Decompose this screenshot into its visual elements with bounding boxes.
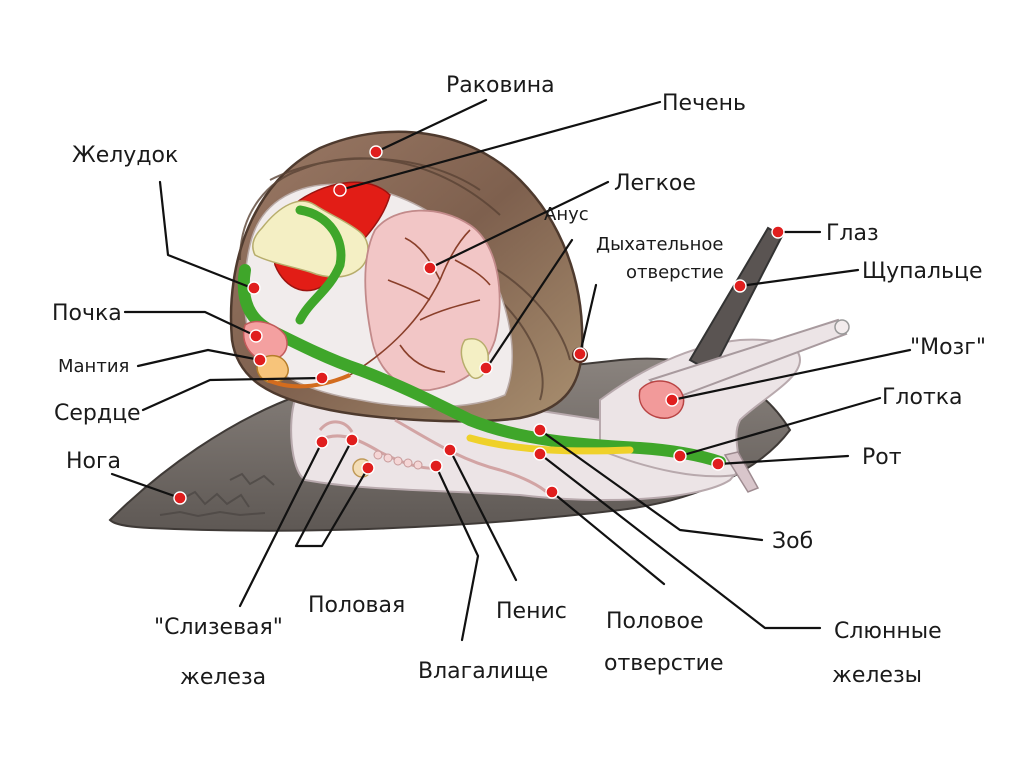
label-salivary-line2: железы [832,663,922,688]
label-stomach: Желудок [72,143,178,168]
label-mucus-gland-line1: "Слизевая" [154,615,283,640]
label-salivary-line1: Слюнные [834,619,942,644]
label-eye: Глаз [826,221,879,246]
label-lung: Легкое [614,171,696,196]
aorta-vessel [267,373,351,389]
label-tentacle: Щупальце [862,259,982,284]
text-labels: Раковина Печень Желудок Легкое Анус Дыха… [52,73,986,690]
label-pharynx: Глотка [882,385,963,410]
label-kidney: Почка [52,301,122,326]
label-mouth: Рот [862,445,902,470]
label-mantle: Мантия [58,356,129,377]
label-vagina: Влагалище [418,659,548,684]
genital-beads [373,450,423,470]
label-foot: Нога [66,449,121,474]
label-crop: Зоб [772,529,813,554]
intestine-loop [295,205,346,325]
label-penis: Пенис [496,599,567,624]
label-breathing-pore-line2: отверстие [626,262,724,283]
crop-shape [466,434,634,455]
lung-vessels [349,229,491,376]
label-genital-pore-line1: Половое [606,609,704,634]
leader-lines [110,98,912,642]
label-liver: Печень [662,91,746,116]
label-shell: Раковина [446,73,555,98]
label-genital-pore-line2: отверстие [604,651,724,676]
label-mucus-gland-line2: железа [180,665,266,690]
brain-shape [638,380,685,419]
label-genital: Половая [308,593,405,618]
label-heart: Сердце [54,401,141,426]
label-breathing-pore-line1: Дыхательное [596,234,724,255]
label-brain: "Мозг" [910,335,986,360]
foot-texture [159,472,275,518]
label-anus: Анус [544,204,589,225]
marker-dots [173,145,785,505]
